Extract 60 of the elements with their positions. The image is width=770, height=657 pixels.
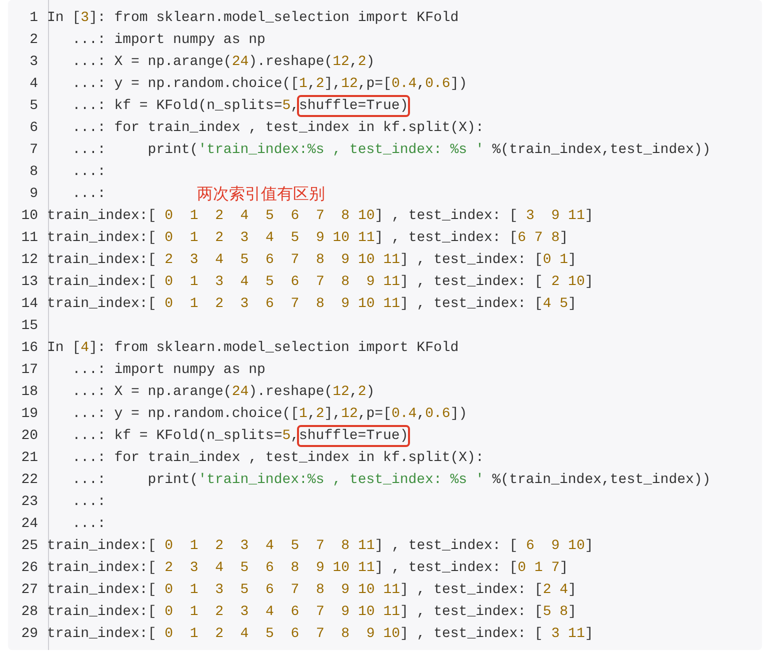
annotation-text: 两次索引值有区别 [197, 183, 325, 205]
line-number: 15 [20, 317, 38, 336]
line-number: 8 [28, 163, 38, 182]
line-number: 7 [28, 141, 38, 160]
code-line: train_index:[ 0 1 2 3 4 5 9 10 11] , test_index: [6 7 8] [47, 229, 568, 248]
code-line: ...: y = np.random.choice([1,2],12,p=[0.4,0.6]) [72, 75, 468, 94]
line-number: 9 [28, 185, 38, 204]
code-line: ...: X = np.arange(24).reshape(12,2) [72, 383, 375, 402]
code-line: train_index:[ 2 3 4 5 6 8 9 10 11] , test_index: [0 1 7] [47, 559, 568, 578]
line-number: 25 [20, 537, 38, 556]
line-number: 27 [20, 581, 38, 600]
line-number: 26 [20, 559, 38, 578]
code-line: ...: y = np.random.choice([1,2],12,p=[0.4,0.6]) [72, 405, 468, 424]
code-line: ...: kf = KFold(n_splits=5, [72, 97, 300, 116]
line-number: 20 [20, 427, 38, 446]
line-number: 19 [20, 405, 38, 424]
line-number: 1 [28, 9, 38, 28]
line-number: 4 [28, 75, 38, 94]
code-line: ...: import numpy as np [72, 361, 266, 380]
code-line: In [3]: from sklearn.model_selection import KFold [47, 9, 459, 28]
line-number: 24 [20, 515, 38, 534]
code-line: train_index:[ 0 1 2 3 6 7 8 9 10 11] , test_index: [4 5] [47, 295, 576, 314]
code-line: train_index:[ 0 1 2 3 4 6 7 9 10 11] , test_index: [5 8] [47, 603, 576, 622]
highlighted-code: shuffle=True) [297, 95, 410, 117]
line-number: 16 [20, 339, 38, 358]
code-line: train_index:[ 0 1 2 4 5 6 7 8 9 10] , test_index: [ 3 11] [47, 625, 594, 644]
code-line: train_index:[ 0 1 3 4 5 6 7 8 9 11] , test_index: [ 2 10] [47, 273, 594, 292]
code-line: ...: print('train_index:%s , test_index: %s ' %(train_index,test_index)) [72, 141, 711, 160]
line-number: 14 [20, 295, 38, 314]
code-line: ...: [72, 163, 106, 182]
line-number: 23 [20, 493, 38, 512]
code-line: ...: [72, 515, 106, 534]
code-line: ...: kf = KFold(n_splits=5, [72, 427, 300, 446]
code-line: train_index:[ 0 1 3 5 6 7 8 9 10 11] , test_index: [2 4] [47, 581, 576, 600]
code-line: ...: import numpy as np [72, 31, 266, 50]
code-line: ...: X = np.arange(24).reshape(12,2) [72, 53, 375, 72]
line-number: 21 [20, 449, 38, 468]
code-line: In [4]: from sklearn.model_selection import KFold [47, 339, 459, 358]
code-line: train_index:[ 2 3 4 5 6 7 8 9 10 11] , test_index: [0 1] [47, 251, 576, 270]
code-line: train_index:[ 0 1 2 4 5 6 7 8 10] , test_index: [ 3 9 11] [47, 207, 594, 226]
line-number: 22 [20, 471, 38, 490]
code-line: ...: print('train_index:%s , test_index: %s ' %(train_index,test_index)) [72, 471, 711, 490]
code-line: ...: [72, 185, 106, 204]
line-number: 3 [28, 53, 38, 72]
line-number: 6 [28, 119, 38, 138]
line-number: 17 [20, 361, 38, 380]
code-line: ...: for train_index , test_index in kf.split(X): [72, 119, 484, 138]
line-number: 11 [20, 229, 38, 248]
line-number: 5 [28, 97, 38, 116]
line-number: 12 [20, 251, 38, 270]
line-number: 28 [20, 603, 38, 622]
line-number: 2 [28, 31, 38, 50]
code-line: ...: for train_index , test_index in kf.split(X): [72, 449, 484, 468]
code-line: ...: [72, 493, 106, 512]
highlighted-code: shuffle=True) [297, 425, 410, 447]
code-line: train_index:[ 0 1 2 3 4 5 7 8 11] , test_index: [ 6 9 10] [47, 537, 594, 556]
line-number: 18 [20, 383, 38, 402]
line-number: 29 [20, 625, 38, 644]
line-number: 13 [20, 273, 38, 292]
line-number: 10 [20, 207, 38, 226]
